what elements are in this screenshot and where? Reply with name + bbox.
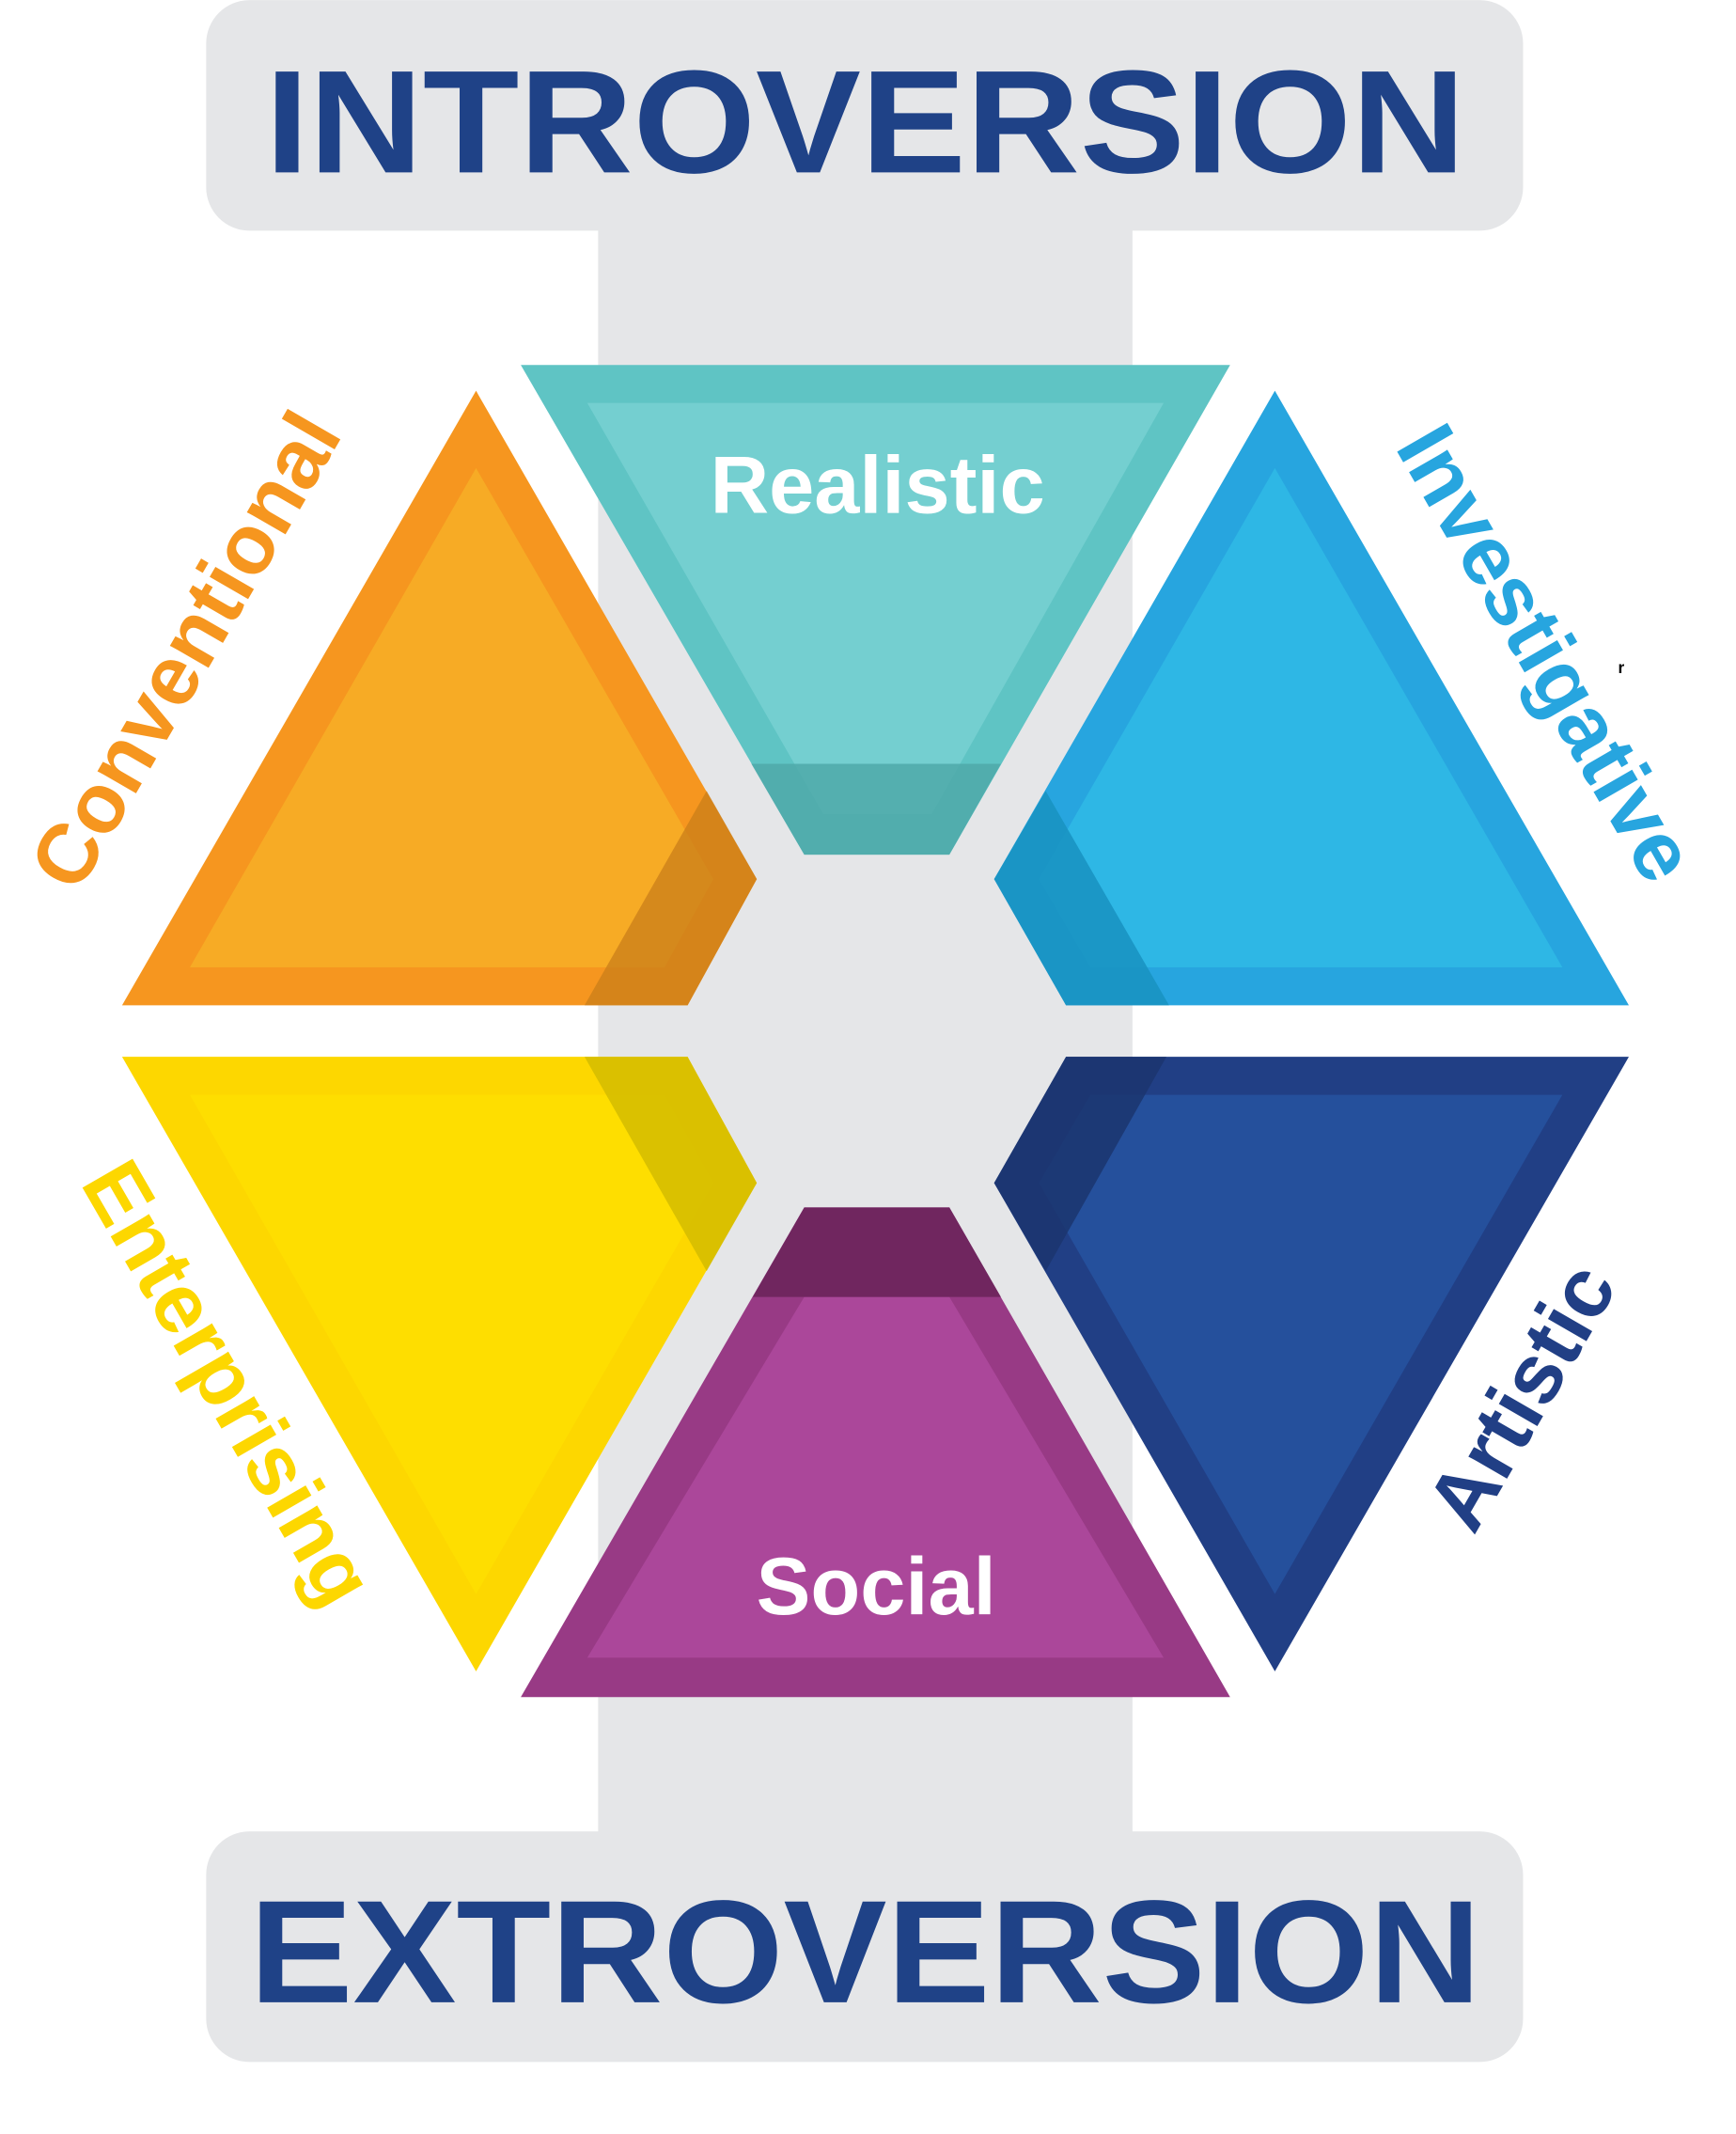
realistic-segment: Realistic	[521, 365, 1230, 855]
social-label: Social	[757, 1542, 996, 1632]
artistic-segment	[993, 1057, 1630, 1671]
introversion-box	[206, 0, 1524, 231]
investigative-segment	[993, 390, 1630, 1006]
conventional-segment	[121, 390, 758, 1006]
extroversion-label: EXTROVERSION	[250, 1871, 1481, 2034]
stray-mark: r	[1618, 658, 1624, 677]
realistic-label: Realistic	[711, 441, 1045, 531]
social-segment: Social	[521, 1207, 1230, 1698]
enterprising-segment	[121, 1057, 758, 1671]
extroversion-box	[206, 1831, 1524, 2063]
introversion-label: INTROVERSION	[265, 40, 1465, 204]
